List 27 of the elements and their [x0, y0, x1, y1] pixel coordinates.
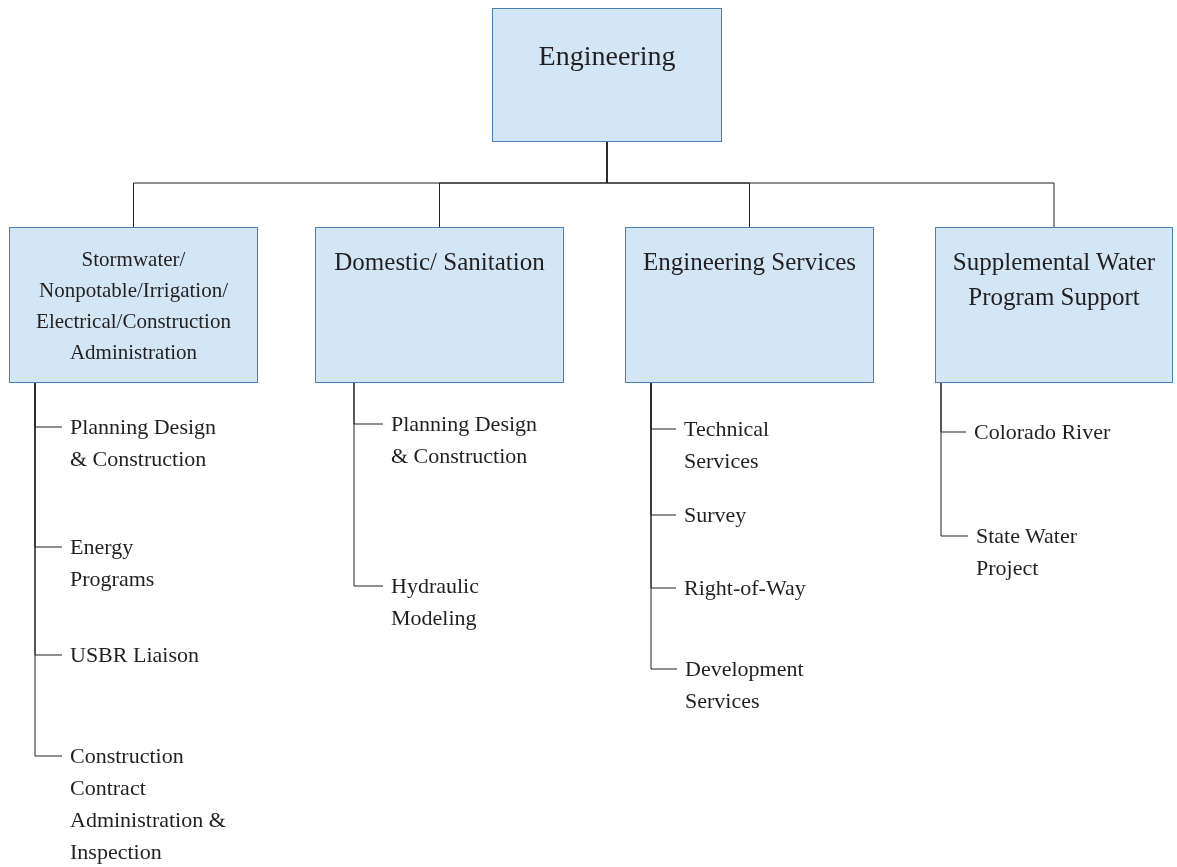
sub-unit-label: Right-of-Way: [684, 572, 844, 604]
sub-unit-label: Colorado River: [974, 416, 1124, 448]
unit-title: Engineering: [537, 39, 677, 73]
sub-unit-label: State Water Project: [976, 520, 1136, 584]
unit-title: Engineering Services: [641, 247, 858, 277]
connector-line: [650, 382, 678, 670]
sub-unit-label: USBR Liaison: [70, 639, 240, 671]
sub-unit-label: Technical Services: [684, 413, 834, 477]
sub-unit-label: Survey: [684, 499, 834, 531]
sub-unit-label: Planning Design & Construction: [70, 411, 220, 475]
connector-line: [940, 382, 969, 537]
connector-line: [606, 141, 1055, 228]
sub-unit-label: Development Services: [685, 653, 845, 717]
sub-unit-label: Hydraulic Modeling: [391, 570, 541, 634]
sub-unit-label: Construction Contract Administration & Inspection: [70, 740, 240, 867]
org-unit-box: [492, 8, 722, 142]
sub-unit-label: Planning Design & Construction: [391, 408, 541, 472]
unit-title: Stormwater/ Nonpotable/Irrigation/ Electrical/Construction Administration: [35, 246, 232, 366]
unit-title: Domestic/ Sanitation: [333, 247, 546, 277]
sub-unit-label: Energy Programs: [70, 531, 220, 595]
connector-line: [34, 382, 63, 757]
unit-title: Supplemental Water Program Support: [951, 247, 1157, 312]
org-unit-box: [935, 227, 1173, 383]
org-unit-box: [315, 227, 564, 383]
connector-line: [353, 382, 384, 587]
org-unit-box: [625, 227, 874, 383]
org-unit-box: [9, 227, 258, 383]
